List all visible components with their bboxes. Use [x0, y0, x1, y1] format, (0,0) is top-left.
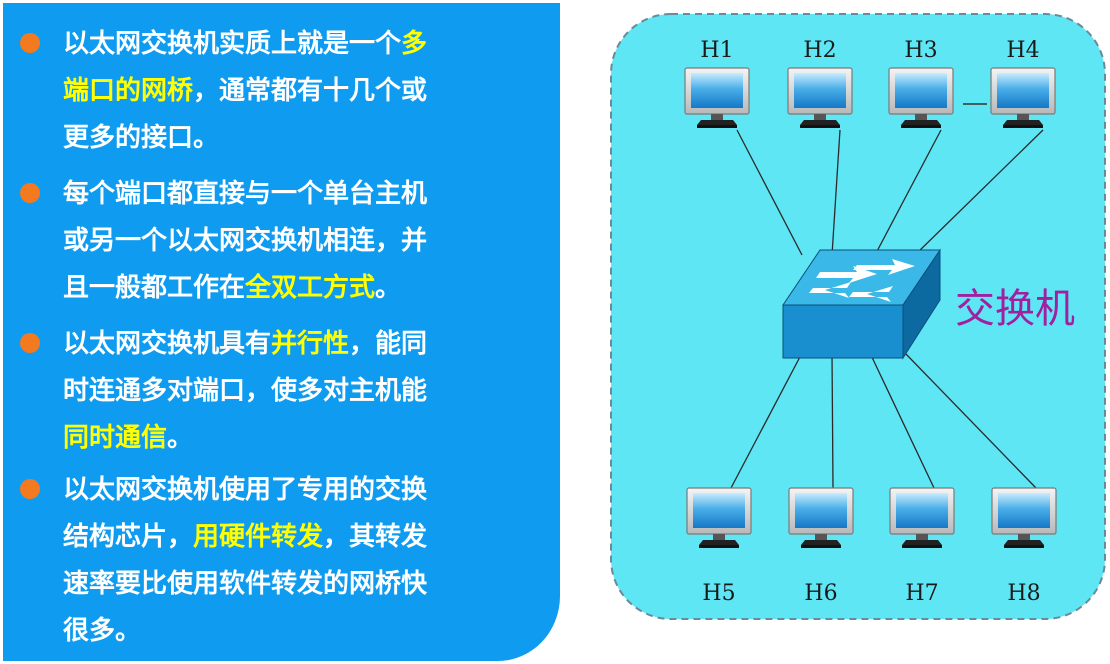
link-top-3 [874, 129, 942, 256]
host-h1: H1 [684, 38, 750, 129]
host-h3: H3 [888, 38, 954, 129]
highlighted-text: 全双工方式 [245, 273, 376, 303]
switch-arrow-icon [809, 282, 851, 298]
bullet-text: 以太网交换机实质上就是一个 [63, 29, 402, 59]
switch-side-face [902, 248, 941, 360]
bullet-text: 且一般都工作在 [63, 273, 246, 303]
highlighted-text: 端口的网桥 [63, 76, 194, 106]
switch-label: 交换机 [955, 286, 1075, 332]
bullet-dot-icon [20, 333, 40, 353]
bullet-dot-icon [20, 479, 40, 499]
link-bottom-6 [831, 352, 834, 489]
host-label: H1 [700, 38, 733, 63]
link-top-1 [736, 129, 803, 256]
host-h6: H6 [788, 487, 854, 606]
link-bottom-7 [869, 352, 935, 489]
highlighted-text: 用硬件转发 [193, 522, 324, 552]
link-top-2 [831, 129, 841, 256]
highlighted-text: 多 [401, 29, 428, 59]
bullet-text: 。 [375, 273, 402, 303]
host-h8: H8 [991, 487, 1057, 606]
host-h5: H5 [686, 487, 752, 606]
switch-icon [782, 248, 941, 360]
bullet-item: 以太网交换机使用了专用的交换结构芯片，用硬件转发，其转发速率要比使用软件转发的网… [20, 467, 533, 655]
host-label: H3 [904, 38, 937, 63]
bullet-item: 以太网交换机具有并行性，能同时连通多对端口，使多对主机能同时通信。 [20, 321, 533, 462]
link-bottom-8 [904, 352, 1037, 489]
switch-arrow-icon [849, 286, 893, 302]
highlighted-text: 并行性 [271, 329, 350, 359]
host-h2: H2 [787, 38, 853, 129]
bullet-text: 时连通多对端口，使多对主机能 [63, 376, 428, 406]
switch-arrow-icon [853, 259, 915, 275]
host-label: H2 [803, 38, 836, 63]
text-panel: 以太网交换机实质上就是一个多端口的网桥，通常都有十几个或更多的接口。 每个端口都… [0, 0, 566, 664]
bullet-text: 以太网交换机具有 [63, 329, 272, 359]
bullet-text: 更多的接口。 [63, 123, 220, 153]
switch-arrow-icon [816, 266, 877, 283]
bullet-text: ，其转发 [323, 522, 428, 552]
bullet-text: 结构芯片， [63, 522, 194, 552]
bullet-text: ，通常都有十几个或 [193, 76, 428, 106]
link-bottom-5 [730, 352, 803, 489]
host-label: H6 [804, 581, 837, 606]
host-label: H7 [905, 581, 938, 606]
host-h4: H4 [990, 38, 1056, 129]
host-label: H4 [1006, 38, 1039, 63]
bullet-dot-icon [20, 183, 40, 203]
bullet-text: ，能同 [349, 329, 428, 359]
host-label: H5 [702, 581, 735, 606]
bullet-text: 每个端口都直接与一个单台主机 [63, 179, 428, 209]
host-h7: H7 [889, 487, 955, 606]
bullet-item: 以太网交换机实质上就是一个多端口的网桥，通常都有十几个或更多的接口。 [20, 21, 533, 162]
bullet-text: 很多。 [63, 616, 142, 646]
link-lines [730, 129, 1044, 489]
highlighted-text: 同时通信 [63, 423, 168, 453]
bullet-text: 以太网交换机使用了专用的交换 [63, 475, 428, 505]
bullet-text: 速率要比使用软件转发的网桥快 [63, 569, 428, 599]
switch-front-face [782, 304, 904, 359]
bullet-item: 每个端口都直接与一个单台主机或另一个以太网交换机相连，并且一般都工作在全双工方式… [20, 171, 533, 312]
link-top-4 [914, 129, 1044, 256]
bullet-dot-icon [20, 33, 40, 53]
bullet-text: 或另一个以太网交换机相连，并 [63, 226, 428, 256]
host-label: H8 [1007, 581, 1040, 606]
bullet-text: 。 [167, 423, 194, 453]
